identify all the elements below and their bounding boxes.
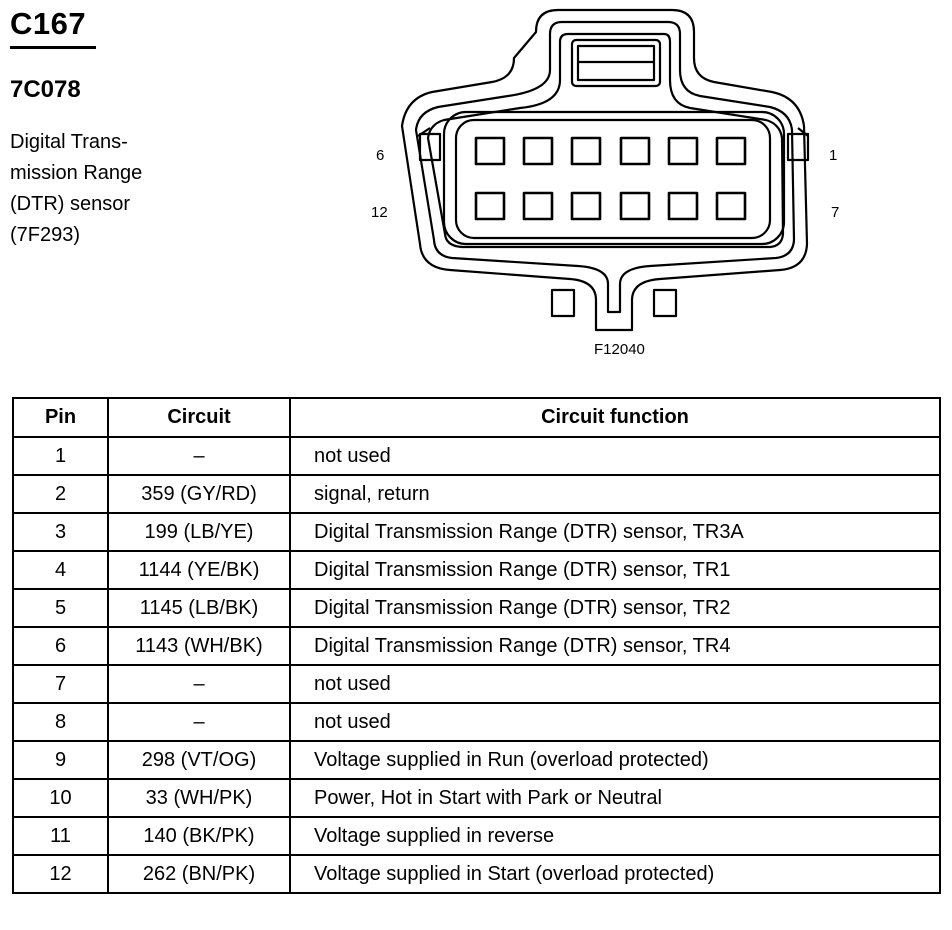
table-row: 10 33 (WH/PK) Power, Hot in Start with P… (12, 778, 941, 818)
terminal-7 (715, 191, 747, 221)
connector-id-underline (10, 46, 96, 49)
description-line: (DTR) sensor (10, 193, 131, 215)
description-line: mission Range (10, 162, 143, 184)
circuit-cell: – (107, 664, 291, 704)
connector-shell-contour (414, 20, 796, 314)
pin-label-top-left: 6 (376, 147, 385, 164)
connector-description: Digital Trans- mission Range (DTR) senso… (10, 127, 190, 251)
pin-cell: 11 (12, 816, 109, 856)
circuit-cell: 199 (LB/YE) (107, 512, 291, 552)
pin-cell: 3 (12, 512, 109, 552)
column-header-pin: Pin (12, 397, 109, 438)
connector-latch (570, 38, 662, 88)
column-header-function: Circuit function (289, 397, 941, 438)
function-cell: Power, Hot in Start with Park or Neutral (289, 778, 941, 818)
terminal-8 (667, 191, 699, 221)
circuit-cell: 1145 (LB/BK) (107, 588, 291, 628)
connector-bottom-tab (550, 288, 576, 318)
terminal-11 (522, 191, 554, 221)
connector-bottom-tab (652, 288, 678, 318)
pin-label-top-right: 1 (829, 147, 838, 164)
connector-left-ear (418, 132, 442, 162)
pin-cell: 1 (12, 436, 109, 476)
pin-cell: 5 (12, 588, 109, 628)
connector-shell-contour (426, 32, 785, 249)
table-row: 2 359 (GY/RD) signal, return (12, 474, 941, 514)
function-cell: Digital Transmission Range (DTR) sensor,… (289, 626, 941, 666)
function-cell: not used (289, 702, 941, 742)
connector-face-diagram (400, 8, 810, 332)
connector-cavity (454, 118, 772, 240)
pin-label-bottom-left: 12 (371, 204, 388, 221)
circuit-cell: – (107, 702, 291, 742)
function-cell: signal, return (289, 474, 941, 514)
terminal-5 (522, 136, 554, 166)
terminal-3 (619, 136, 651, 166)
circuit-cell: 1143 (WH/BK) (107, 626, 291, 666)
part-number: 7C078 (10, 76, 81, 103)
pin-label-bottom-right: 7 (831, 204, 840, 221)
circuit-cell: 359 (GY/RD) (107, 474, 291, 514)
circuit-cell: 262 (BN/PK) (107, 854, 291, 894)
pin-cell: 7 (12, 664, 109, 704)
table-row: 8 – not used (12, 702, 941, 742)
function-cell: Digital Transmission Range (DTR) sensor,… (289, 550, 941, 590)
pin-cell: 9 (12, 740, 109, 780)
description-line: (7F293) (10, 224, 81, 246)
terminal-1 (715, 136, 747, 166)
terminal-4 (570, 136, 602, 166)
table-row: 6 1143 (WH/BK) Digital Transmission Rang… (12, 626, 941, 666)
connector-right-ear (786, 132, 810, 162)
pin-cell: 10 (12, 778, 109, 818)
terminal-10 (570, 191, 602, 221)
table-row: 7 – not used (12, 664, 941, 704)
terminal-2 (667, 136, 699, 166)
connector-id: C167 (10, 6, 87, 41)
function-cell: not used (289, 436, 941, 476)
figure-id: F12040 (594, 341, 645, 358)
connector-outer-shell (400, 8, 809, 332)
table-row: 12 262 (BN/PK) Voltage supplied in Start… (12, 854, 941, 894)
pin-cell: 6 (12, 626, 109, 666)
table-row: 11 140 (BK/PK) Voltage supplied in rever… (12, 816, 941, 856)
table-row: 3 199 (LB/YE) Digital Transmission Range… (12, 512, 941, 552)
table-row: 1 – not used (12, 436, 941, 476)
terminal-9 (619, 191, 651, 221)
function-cell: not used (289, 664, 941, 704)
table-header-row: Pin Circuit Circuit function (12, 397, 941, 438)
column-header-circuit: Circuit (107, 397, 291, 438)
description-line: Digital Trans- (10, 131, 128, 153)
function-cell: Digital Transmission Range (DTR) sensor,… (289, 512, 941, 552)
pin-cell: 2 (12, 474, 109, 514)
pin-cell: 4 (12, 550, 109, 590)
circuit-cell: 1144 (YE/BK) (107, 550, 291, 590)
table-row: 4 1144 (YE/BK) Digital Transmission Rang… (12, 550, 941, 590)
circuit-cell: 33 (WH/PK) (107, 778, 291, 818)
function-cell: Voltage supplied in reverse (289, 816, 941, 856)
table-row: 9 298 (VT/OG) Voltage supplied in Run (o… (12, 740, 941, 780)
pin-cell: 12 (12, 854, 109, 894)
circuit-cell: 140 (BK/PK) (107, 816, 291, 856)
function-cell: Voltage supplied in Start (overload prot… (289, 854, 941, 894)
circuit-cell: 298 (VT/OG) (107, 740, 291, 780)
pin-cell: 8 (12, 702, 109, 742)
pinout-table: Pin Circuit Circuit function 1 – not use… (12, 397, 941, 894)
function-cell: Voltage supplied in Run (overload protec… (289, 740, 941, 780)
circuit-cell: – (107, 436, 291, 476)
function-cell: Digital Transmission Range (DTR) sensor,… (289, 588, 941, 628)
terminal-12 (474, 191, 506, 221)
terminal-6 (474, 136, 506, 166)
table-row: 5 1145 (LB/BK) Digital Transmission Rang… (12, 588, 941, 628)
